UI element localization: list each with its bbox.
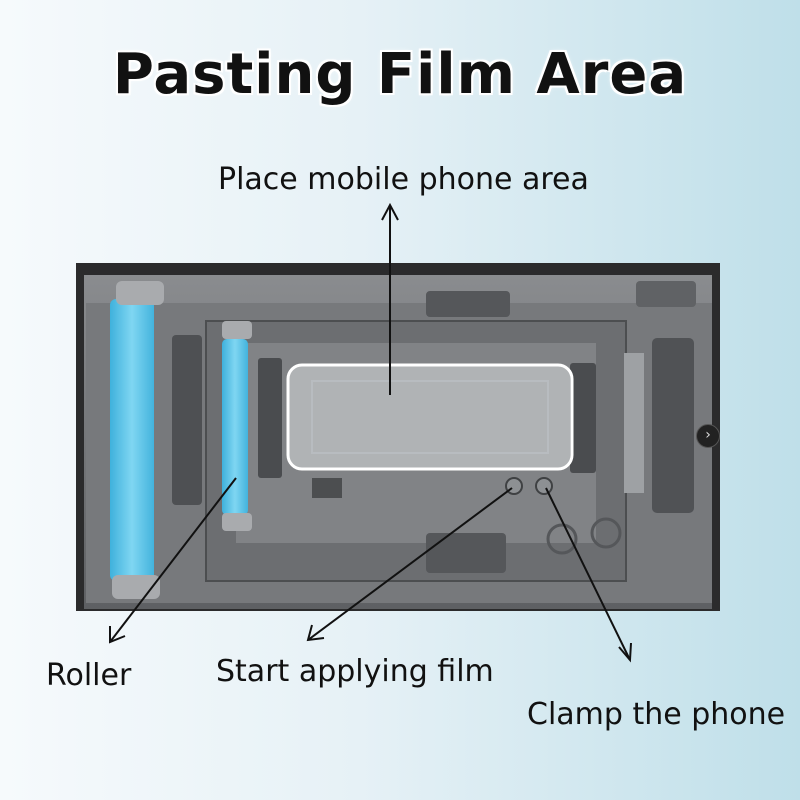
label-clamp-phone: Clamp the phone [527, 697, 786, 732]
label-start-applying-film: Start applying film [216, 654, 494, 689]
screw-hole-2 [590, 517, 622, 549]
arrowhead-clamp [618, 642, 632, 663]
right-rail [624, 353, 644, 493]
film-machine-photo [76, 263, 720, 611]
right-inner-clamp [570, 363, 596, 473]
top-right-block [636, 281, 696, 307]
chevron-right-icon: › [705, 427, 711, 443]
arrowhead-roller [109, 626, 126, 644]
small-roller-cap-bottom [222, 513, 252, 531]
left-inner-clamp [258, 358, 282, 478]
arrowhead-place-phone [381, 202, 399, 221]
roller-small [222, 339, 248, 515]
arrow-roller [109, 477, 237, 643]
roller-cap-top [116, 281, 164, 305]
right-clamp [652, 338, 694, 513]
arrow-start-film [307, 487, 513, 641]
phone-placement-guide [311, 380, 549, 454]
label-place-phone-area: Place mobile phone area [218, 162, 589, 197]
next-image-button[interactable]: › [696, 424, 720, 448]
machine-illustration [84, 275, 712, 609]
page-title: Pasting Film Area [112, 42, 688, 107]
top-clip [426, 291, 510, 317]
left-clamp [172, 335, 202, 505]
phone-placement-area [286, 363, 574, 471]
arrow-clamp [545, 487, 631, 661]
small-roller-cap-top [222, 321, 252, 339]
slot [312, 478, 342, 498]
label-roller: Roller [46, 658, 132, 693]
screw-hole-1 [546, 523, 578, 555]
bottom-clip [426, 533, 506, 573]
roller-large [110, 299, 154, 581]
arrowhead-start-film [306, 624, 325, 642]
